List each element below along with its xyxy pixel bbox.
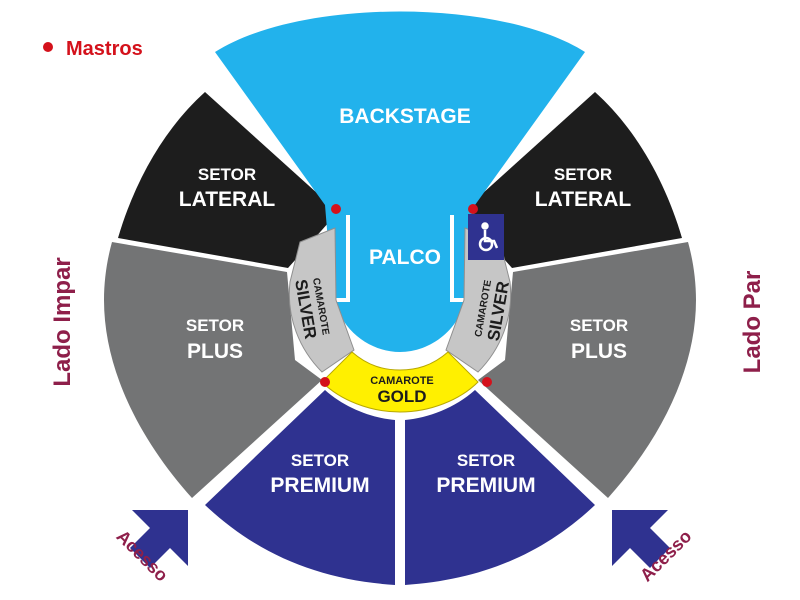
sector-premium-left[interactable] (205, 390, 395, 585)
stage-area[interactable] (215, 11, 585, 353)
sector-lateral-left[interactable] (118, 92, 338, 268)
sector-lateral-right-line1: SETOR (554, 165, 612, 184)
sector-premium-left-line2: PREMIUM (270, 474, 369, 497)
backstage-label: BACKSTAGE (339, 105, 470, 128)
camarote-gold[interactable] (321, 351, 479, 413)
sector-premium-right-line1: SETOR (457, 451, 515, 470)
sector-plus-right[interactable] (478, 242, 696, 498)
access-arrow-icon (612, 510, 670, 568)
mastro-dot-icon (482, 377, 492, 387)
legend-label: Mastros (66, 38, 143, 60)
sector-premium-right[interactable] (405, 390, 595, 585)
mastro-dot-icon (320, 377, 330, 387)
wheelchair-icon (478, 222, 499, 252)
palco-label: PALCO (369, 246, 441, 269)
sector-plus-left-line2: PLUS (187, 340, 243, 363)
sector-lateral-right-line2: LATERAL (535, 188, 632, 211)
camarote-gold-line2: GOLD (377, 387, 426, 406)
sector-plus-right-line2: PLUS (571, 340, 627, 363)
mastro-dot-icon (331, 204, 341, 214)
side-label-right: Lado Par (739, 271, 766, 374)
access-arrow-icon (130, 510, 188, 568)
side-label-left: Lado Impar (49, 257, 76, 386)
sector-lateral-left-line1: SETOR (198, 165, 256, 184)
sector-plus-left[interactable] (104, 242, 322, 498)
sector-lateral-right[interactable] (462, 92, 682, 268)
mastro-dot-icon (468, 204, 478, 214)
legend-mastro-icon (43, 42, 53, 52)
sector-plus-left-line1: SETOR (186, 316, 244, 335)
sector-premium-right-line2: PREMIUM (436, 474, 535, 497)
camarote-silver-right[interactable] (445, 227, 512, 373)
sector-lateral-left-line2: LATERAL (179, 188, 276, 211)
sector-premium-left-line1: SETOR (291, 451, 349, 470)
sector-plus-right-line1: SETOR (570, 316, 628, 335)
camarote-silver-left[interactable] (288, 227, 355, 373)
camarote-gold-line1: CAMAROTE (370, 375, 434, 387)
